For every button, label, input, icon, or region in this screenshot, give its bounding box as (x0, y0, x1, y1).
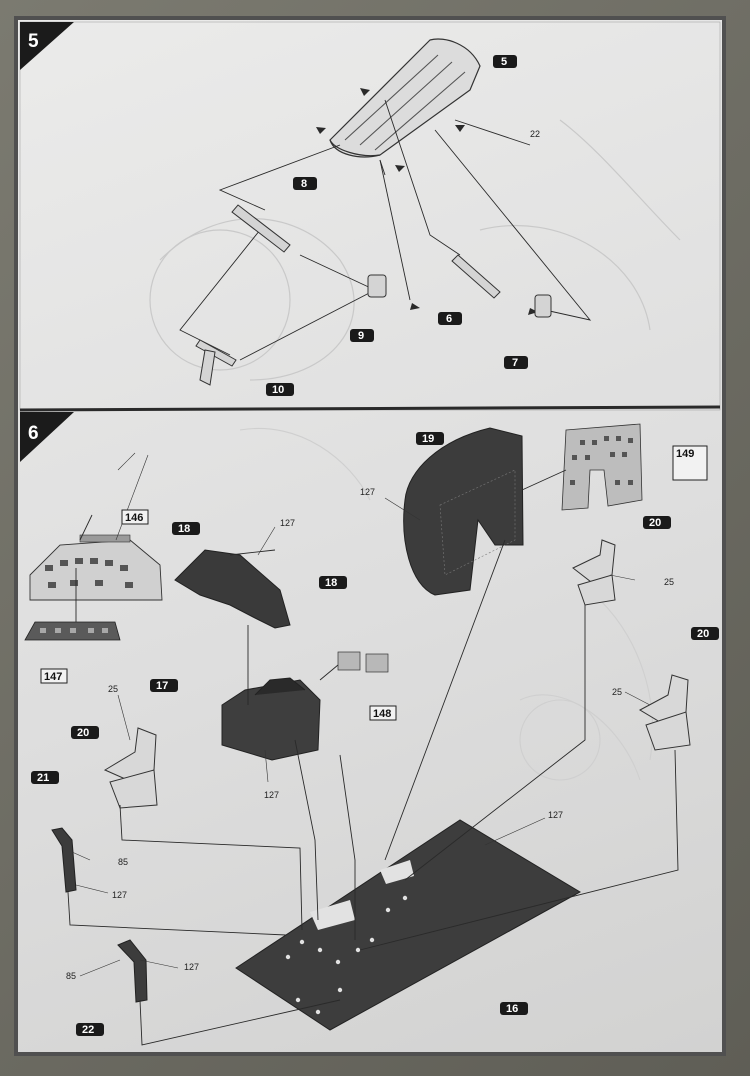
svg-text:22: 22 (82, 1024, 94, 1036)
svg-text:9: 9 (358, 330, 364, 342)
svg-text:7: 7 (512, 357, 518, 369)
callout-16: 16 (500, 1002, 528, 1015)
console-decal (24, 621, 121, 641)
decal-callouts: 146 147 148 149 (40, 445, 708, 721)
svg-text:18: 18 (325, 577, 337, 589)
svg-text:146: 146 (125, 512, 143, 524)
callout-147: 147 (40, 668, 68, 684)
callout-20-right-bottom: 20 (691, 627, 719, 640)
svg-text:20: 20 (77, 727, 89, 739)
part-6-hinge (451, 254, 501, 299)
panel-decal (561, 423, 643, 511)
floor-panel (235, 819, 582, 1031)
callout-20-right-top: 20 (643, 516, 671, 529)
callout-10: 10 (266, 383, 294, 396)
step-6-panel: 6 (20, 412, 719, 1046)
label-column-right-color2: 127 (184, 962, 199, 972)
seat-right-top-base (577, 574, 616, 606)
callout-148: 148 (369, 705, 397, 721)
svg-text:148: 148 (373, 708, 391, 720)
step-6-callouts: 19 18 18 17 20 20 20 21 22 16 (31, 432, 719, 1036)
callout-146: 146 (121, 509, 149, 525)
canopy (329, 38, 481, 158)
seats (103, 539, 691, 809)
step-5-panel: 5 (19, 21, 721, 411)
svg-text:6: 6 (446, 313, 452, 325)
callout-17: 17 (150, 679, 178, 692)
callout-18-top: 18 (172, 522, 200, 535)
svg-text:18: 18 (178, 523, 190, 535)
column-left (51, 827, 77, 893)
callout-21: 21 (31, 771, 59, 784)
cover-part (174, 549, 291, 629)
svg-text:10: 10 (272, 384, 284, 396)
glareshield-panel-drawing (29, 534, 163, 601)
label-column-left-color2: 127 (112, 890, 127, 900)
part-9-hinge (367, 274, 387, 298)
svg-text:19: 19 (422, 433, 434, 445)
part-10-stem (199, 349, 216, 386)
instrument-panel (403, 427, 524, 596)
callout-19: 19 (416, 432, 444, 445)
step-divider (19, 405, 721, 412)
control-columns (51, 827, 148, 1003)
step-5-parts (195, 204, 552, 386)
label-seat-right-bottom-color: 25 (612, 687, 622, 697)
label-cover-color: 127 (280, 518, 295, 528)
svg-text:17: 17 (156, 680, 168, 692)
label-instrument-panel-color: 127 (360, 487, 375, 497)
callout-5: 5 (493, 55, 517, 68)
step-5-ghost-artwork (149, 119, 681, 381)
label-seat-left-color: 25 (108, 684, 118, 694)
callout-149: 149 (672, 445, 708, 481)
callout-20-left: 20 (71, 726, 99, 739)
step-5-callouts: 5 8 9 6 7 10 (266, 55, 528, 396)
callout-18-cover: 18 (319, 576, 347, 589)
step-5-arrows (316, 88, 538, 315)
svg-text:21: 21 (37, 772, 49, 784)
label-column-right-color1: 85 (66, 971, 76, 981)
svg-text:20: 20 (649, 517, 661, 529)
step-5-number: 5 (28, 31, 39, 52)
step-6-number: 6 (28, 423, 39, 444)
callout-22: 22 (76, 1023, 104, 1036)
svg-text:16: 16 (506, 1003, 518, 1015)
svg-text:149: 149 (676, 448, 694, 460)
svg-text:8: 8 (301, 178, 307, 190)
label-22: 22 (530, 129, 540, 139)
side-decal (337, 651, 389, 673)
label-seat-right-top-color: 25 (664, 577, 674, 587)
label-column-left-color1: 85 (118, 857, 128, 867)
callout-7: 7 (504, 356, 528, 369)
part-8-hinge (231, 204, 291, 253)
svg-text:5: 5 (501, 56, 507, 68)
label-floor-color: 127 (548, 810, 563, 820)
column-right (117, 939, 148, 1003)
step-5-corner-badge (20, 22, 74, 70)
callout-9: 9 (350, 329, 374, 342)
seat-right-bottom-base (645, 711, 691, 751)
step-6-ghost-artwork (239, 428, 654, 781)
callout-8: 8 (293, 177, 317, 190)
label-console-color: 127 (264, 790, 279, 800)
part-7-hinge (534, 294, 552, 318)
step-6-leaders (71, 452, 651, 977)
console-part (221, 677, 321, 761)
step-6-guide-lines (67, 469, 679, 1046)
svg-text:20: 20 (697, 628, 709, 640)
step-5-guide-lines (179, 99, 592, 361)
part-10-rod (195, 339, 237, 367)
step-6-corner-badge (20, 412, 74, 462)
svg-text:147: 147 (44, 671, 62, 683)
seat-left-base (109, 769, 158, 809)
callout-6: 6 (438, 312, 462, 325)
